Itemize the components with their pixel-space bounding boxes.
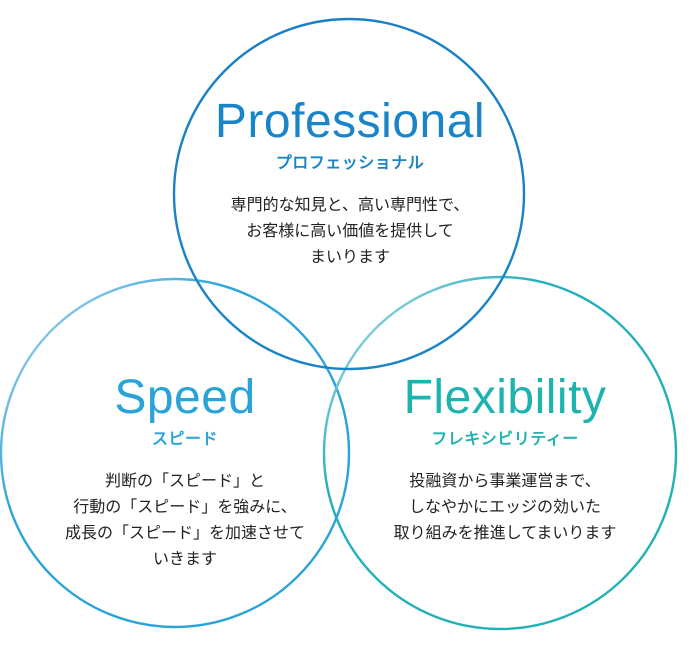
professional-block: Professional プロフェッショナル 専門的な知見と、高い専門性で、 お… — [185, 96, 515, 270]
professional-subtitle: プロフェッショナル — [275, 153, 425, 172]
flexibility-circle — [322, 275, 678, 631]
speed-circle — [0, 277, 351, 629]
professional-circle — [172, 17, 526, 371]
flexibility-subtitle: フレキシビリティー — [431, 429, 579, 448]
speed-title: Speed — [114, 371, 256, 424]
speed-subtitle: スピード — [151, 429, 218, 448]
professional-description: 専門的な知見と、高い専門性で、 お客様に高い価値を提供して まいります — [230, 195, 470, 266]
flexibility-description: 投融資から事業運営まで、 しなやかにエッジの効いた 取り組みを推進してまいります — [393, 471, 617, 542]
flexibility-title: Flexibility — [403, 371, 607, 424]
professional-title: Professional — [214, 95, 486, 148]
speed-block: Speed スピード 判断の「スピード」と 行動の「スピード」を強みに、 成長の… — [20, 372, 350, 572]
flexibility-block: Flexibility フレキシビリティー 投融資から事業運営まで、 しなやかに… — [340, 372, 670, 546]
speed-description: 判断の「スピード」と 行動の「スピード」を強みに、 成長の「スピード」を加速させ… — [64, 471, 305, 568]
